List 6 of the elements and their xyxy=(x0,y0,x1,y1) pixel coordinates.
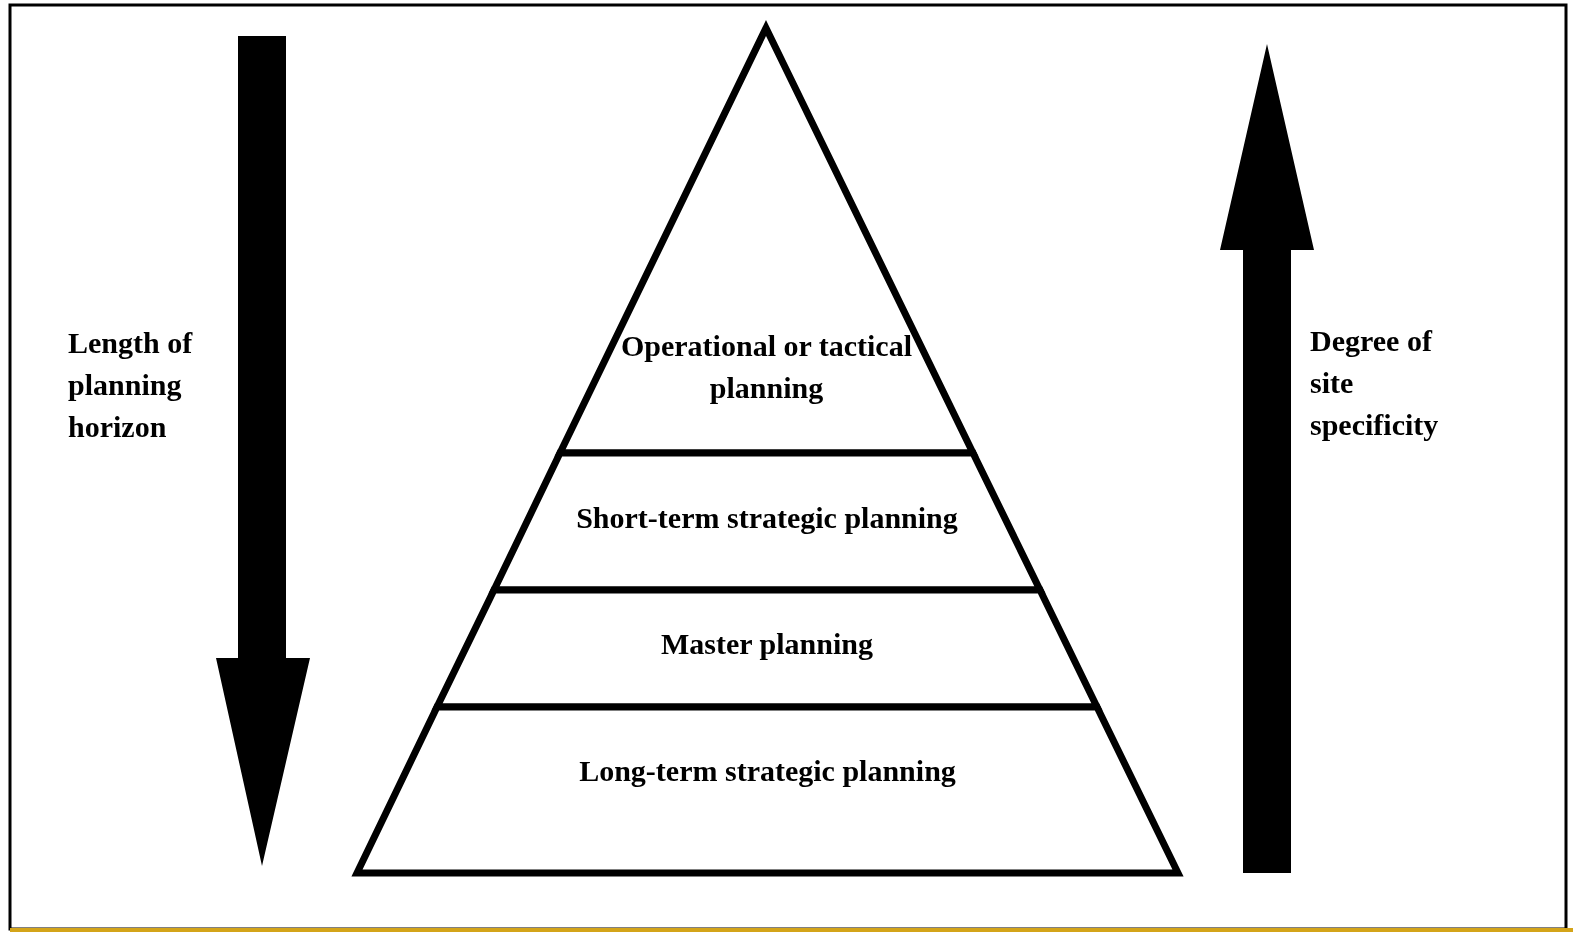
band-label: Short-term strategic planning xyxy=(575,500,959,536)
band-label: Long-term strategic planning xyxy=(578,753,957,789)
band-label: Operational or tactical planning xyxy=(619,328,914,406)
axis-label: Degree of site specificity xyxy=(1310,323,1440,443)
band-label: Master planning xyxy=(660,626,874,662)
axis-label: Length of planning horizon xyxy=(68,325,194,445)
